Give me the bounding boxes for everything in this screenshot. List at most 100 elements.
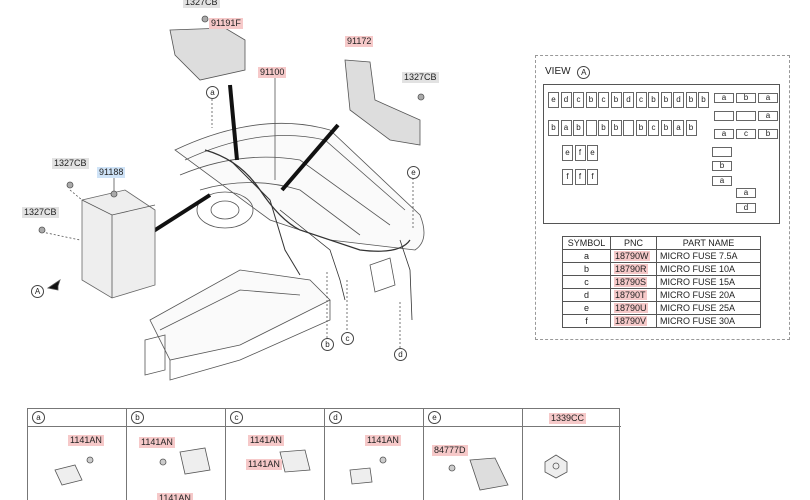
fuse-slot: a bbox=[758, 111, 778, 121]
fuse-slot: c bbox=[648, 120, 659, 136]
part-label-bolt-left-top: 1327CB bbox=[52, 158, 89, 169]
fuse-slot bbox=[712, 147, 732, 157]
fuse-slot: b bbox=[573, 120, 584, 136]
fuse-slot: c bbox=[598, 92, 609, 108]
legend-part-name: MICRO FUSE 10A bbox=[656, 262, 761, 276]
view-title-label: VIEW bbox=[545, 66, 571, 77]
parts-cell-header bbox=[523, 409, 621, 427]
callout-d: d bbox=[394, 348, 407, 361]
fuse-slot: f bbox=[574, 169, 586, 185]
parts-cell-header: b bbox=[127, 409, 225, 427]
legend-pnc: 18790U bbox=[610, 301, 657, 315]
fuse-slot: b bbox=[758, 129, 778, 139]
parts-cell-symbol: c bbox=[230, 411, 243, 424]
fuse-slot: c bbox=[635, 92, 647, 108]
legend-symbol: a bbox=[562, 249, 611, 263]
part-label-bolt-right: 1327CB bbox=[402, 72, 439, 83]
fuse-slot: b bbox=[635, 120, 647, 136]
fuse-slot: b bbox=[685, 92, 697, 108]
fuse-slot: a bbox=[673, 120, 684, 136]
callout-c: c bbox=[341, 332, 354, 345]
legend-part-name: MICRO FUSE 25A bbox=[656, 301, 761, 315]
legend-symbol: e bbox=[562, 301, 611, 315]
legend-symbol: c bbox=[562, 275, 611, 289]
fuse-slot: b bbox=[698, 92, 709, 108]
callout-e: e bbox=[407, 166, 420, 179]
fuse-slot bbox=[585, 120, 597, 136]
callout-a: a bbox=[206, 86, 219, 99]
part-label-top-clip: 1327CB bbox=[183, 0, 220, 8]
parts-cell-part-number: 84777D bbox=[432, 445, 468, 456]
fuse-slot: b bbox=[660, 120, 672, 136]
fuse-slot: b bbox=[548, 120, 559, 136]
fuse-slot: b bbox=[736, 93, 756, 103]
fuse-slot: f bbox=[574, 145, 586, 161]
fuse-slot: d bbox=[560, 92, 572, 108]
legend-part-name: MICRO FUSE 30A bbox=[656, 314, 761, 328]
parts-cell-header: a bbox=[28, 409, 126, 427]
fuse-slot: d bbox=[623, 92, 634, 108]
fuse-slot: f bbox=[587, 169, 598, 185]
fuse-slot: e bbox=[562, 145, 573, 161]
parts-cell-header: e bbox=[424, 409, 522, 427]
parts-cell: d 1141AN bbox=[325, 409, 424, 500]
parts-cell-part-number: 1339CC bbox=[549, 413, 587, 424]
view-title: VIEW A bbox=[545, 65, 591, 79]
legend-pnc-text: 18790T bbox=[614, 289, 647, 300]
parts-cell-symbol: a bbox=[32, 411, 45, 424]
legend-symbol: f bbox=[562, 314, 611, 328]
fuse-slot: b bbox=[648, 92, 659, 108]
parts-cell-part-number: 1141AN bbox=[139, 437, 175, 448]
parts-cell-header: d bbox=[325, 409, 423, 427]
fuse-slot: a bbox=[714, 129, 734, 139]
legend-symbol: b bbox=[562, 262, 611, 276]
legend-header-symbol: SYMBOL bbox=[562, 236, 611, 250]
parts-cell-part-number: 1141AN bbox=[365, 435, 401, 446]
legend-pnc-text: 18790S bbox=[614, 276, 648, 287]
parts-cell-header: c bbox=[226, 409, 324, 427]
callout-b: b bbox=[321, 338, 334, 351]
fuse-slot: b bbox=[712, 161, 732, 171]
parts-cell: b 1141AN 1141AN bbox=[127, 409, 226, 500]
fuse-slot: b bbox=[598, 120, 609, 136]
parts-cell-symbol: b bbox=[131, 411, 144, 424]
parts-cell: 1339CC bbox=[523, 409, 621, 500]
view-title-marker: A bbox=[577, 66, 591, 79]
view-panel bbox=[535, 55, 790, 340]
fuse-slot: c bbox=[736, 129, 756, 139]
fuse-slot bbox=[623, 120, 634, 136]
legend-pnc: 18790R bbox=[610, 262, 657, 276]
fuse-slot: a bbox=[560, 120, 572, 136]
parts-cell-part-number: 1141AN bbox=[157, 493, 193, 500]
part-label-module: 91188 bbox=[97, 167, 126, 178]
legend-part-name: MICRO FUSE 7.5A bbox=[656, 249, 761, 263]
fuse-slot: e bbox=[548, 92, 559, 108]
view-marker-a: A bbox=[31, 285, 44, 298]
legend-pnc: 18790S bbox=[610, 275, 657, 289]
parts-cell-symbol: e bbox=[428, 411, 441, 424]
fuse-slot: b bbox=[610, 92, 622, 108]
fuse-slot bbox=[714, 111, 734, 121]
part-label-harness-main: 91100 bbox=[258, 67, 287, 78]
legend-pnc-text: 18790V bbox=[614, 315, 648, 326]
fuse-slot: a bbox=[758, 93, 778, 103]
fuse-slot: b bbox=[685, 120, 697, 136]
legend-part-name: MICRO FUSE 20A bbox=[656, 288, 761, 302]
fuse-slot bbox=[736, 111, 756, 121]
fuse-slot: c bbox=[573, 92, 584, 108]
legend-header-part-name: PART NAME bbox=[656, 236, 761, 250]
legend-part-name: MICRO FUSE 15A bbox=[656, 275, 761, 289]
part-label-bracket-top: 91191F bbox=[209, 18, 243, 29]
